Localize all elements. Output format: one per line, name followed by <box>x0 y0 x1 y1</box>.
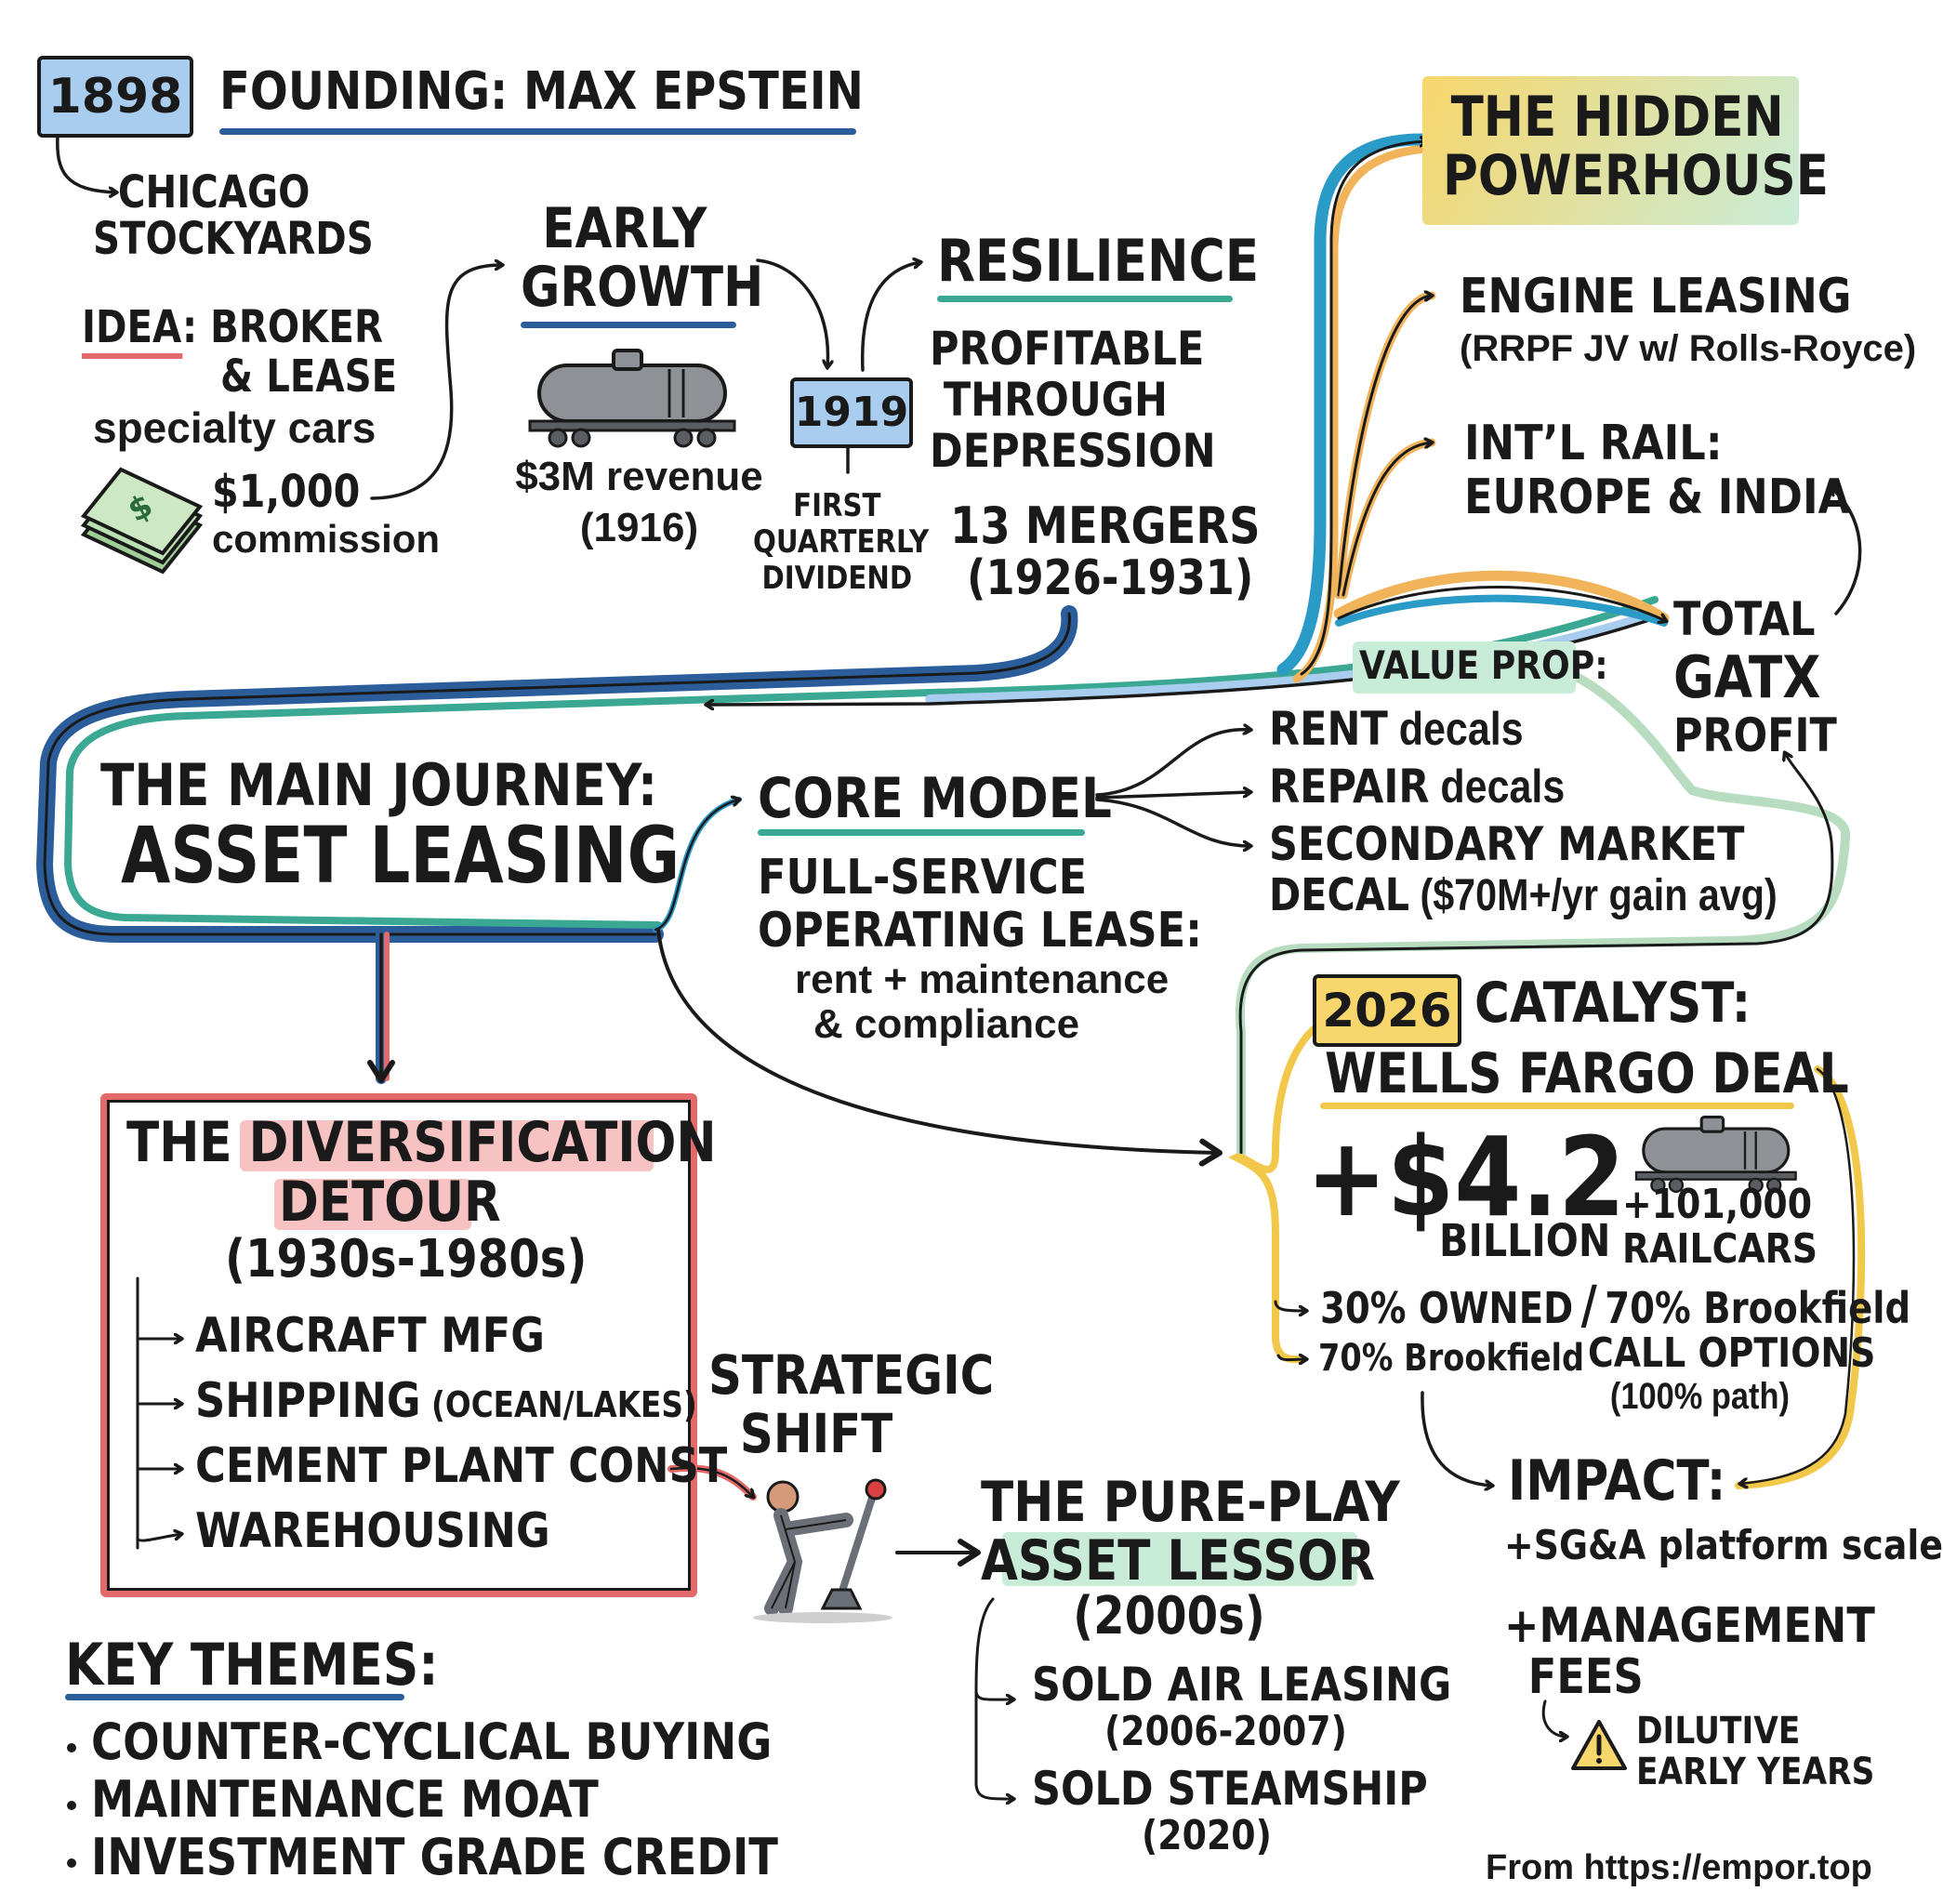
year-tag-2026: 2026 <box>1313 974 1461 1047</box>
powerhouse-branches <box>1276 133 1862 683</box>
catalyst-call-options: CALL OPTIONS (100% path) <box>1588 1329 1876 1418</box>
div-item-aircraft: AIRCRAFT MFG <box>195 1308 545 1364</box>
intl-rail-title: INT’L RAIL: EUROPE & INDIA <box>1464 416 1851 526</box>
catalyst-amount: +$4.2 <box>1306 1113 1626 1241</box>
powerhouse-highlight <box>1422 76 1799 225</box>
diversification-detour: DETOUR <box>279 1170 501 1235</box>
lever-person-icon <box>753 1478 892 1623</box>
impact-dilutive: DILUTIVE EARLY YEARS <box>1636 1710 1875 1793</box>
dividend-label: FIRST QUARTERLY DIVIDEND <box>753 487 930 598</box>
diversification-years: (1930s-1980s) <box>225 1229 588 1289</box>
diversification-arrows <box>136 929 1013 1799</box>
main-journey-subtitle: THE MAIN JOURNEY: <box>100 751 658 819</box>
founding-idea: IDEA: BROKER <box>82 301 383 359</box>
catalyst-deal-underline <box>1320 1103 1794 1109</box>
impact-mgmt: +MANAGEMENT FEES <box>1504 1598 1875 1705</box>
commission-label: commission <box>212 517 441 561</box>
core-model-lease: FULL-SERVICE OPERATING LEASE: <box>758 850 1203 959</box>
founding-title-underline <box>219 128 856 135</box>
diversification-box <box>100 1093 697 1597</box>
value-prop-loop <box>1235 669 1850 1157</box>
impact-sga: +SG&A platform scale <box>1504 1522 1943 1569</box>
founding-arrows <box>56 133 920 500</box>
idea-label: IDEA <box>82 301 182 359</box>
key-theme-1: COUNTER-CYCLICAL BUYING <box>91 1712 773 1771</box>
pure-play-item-air: SOLD AIR LEASING <box>1032 1658 1452 1712</box>
core-model-arrows <box>653 730 1250 1167</box>
year-tag-1898: 1898 <box>37 56 193 138</box>
key-theme-bullet <box>67 1743 76 1752</box>
resilience-mergers: 13 MERGERS <box>950 496 1261 555</box>
pure-play-title: THE PURE-PLAY ASSET LESSOR <box>981 1470 1400 1593</box>
pure-play-highlight <box>1002 1532 1357 1586</box>
founding-idea-lease: & LEASE <box>220 350 398 403</box>
money-stack-icon: $ <box>80 467 204 575</box>
decal-rent: RENT decals <box>1269 702 1524 756</box>
early-growth-revenue: $3M revenue <box>515 454 763 499</box>
commission-amount: $1,000 <box>212 466 361 518</box>
decal-secondary-gain: DECAL ($70M+/yr gain avg) <box>1269 869 1778 921</box>
tank-car-icon <box>1634 1116 1797 1194</box>
catalyst-amount-unit: BILLION <box>1439 1215 1611 1267</box>
early-growth-year: (1916) <box>579 505 699 550</box>
detour-highlight <box>274 1179 471 1230</box>
resilience-title: RESILIENCE <box>937 227 1260 295</box>
core-model-lease-detail: rent + maintenance & compliance <box>795 957 1170 1048</box>
resilience-underline <box>937 296 1233 302</box>
tank-car-icon <box>528 349 736 448</box>
diversification-highlight <box>240 1120 654 1171</box>
key-themes-underline <box>65 1694 404 1700</box>
catalyst-railcars: +101,000 RAILCARS <box>1622 1181 1818 1274</box>
key-theme-3: INVESTMENT GRADE CREDIT <box>91 1828 778 1886</box>
decal-secondary: SECONDARY MARKET <box>1269 817 1745 871</box>
engine-leasing-title: ENGINE LEASING <box>1460 269 1852 324</box>
pure-play-item-steamship: SOLD STEAMSHIP <box>1032 1762 1428 1816</box>
value-prop-highlight <box>1353 641 1576 694</box>
founding-location: CHICAGO STOCKYARDS <box>93 166 374 266</box>
diversification-title: THE DIVERSIFICATION <box>126 1110 717 1175</box>
catalyst-ownership: 30% OWNED/70% Brookfield <box>1320 1276 1911 1336</box>
powerhouse-title: THE HIDDEN POWERHOUSE <box>1443 85 1829 208</box>
pure-play-years: (2000s) <box>1073 1586 1265 1646</box>
year-tag-1919: 1919 <box>790 377 913 448</box>
decal-repair: REPAIR decals <box>1269 760 1566 813</box>
founding-idea-specialty: specialty cars <box>93 403 377 452</box>
engine-leasing-detail: (RRPF JV w/ Rolls-Royce) <box>1460 328 1917 369</box>
resilience-text: PROFITABLE THROUGH DEPRESSION <box>930 322 1216 478</box>
catalyst-ownership-brookfield: 70% Brookfield <box>1318 1337 1585 1380</box>
catalyst-bracket <box>1228 1010 1866 1737</box>
value-prop-label: VALUE PROP: <box>1359 642 1608 688</box>
main-journey-title: ASSET LEASING <box>121 810 681 901</box>
footer-source: From https://empor.top <box>1486 1848 1872 1887</box>
div-item-shipping: SHIPPING (OCEAN/LAKES) <box>195 1373 697 1429</box>
total-gatx-profit: TOTAL GATX PROFIT <box>1673 592 1837 763</box>
impact-title: IMPACT: <box>1508 1448 1726 1514</box>
early-growth-title: EARLY GROWTH <box>521 196 764 320</box>
pure-play-item-steamship-years: (2020) <box>1142 1812 1272 1859</box>
strategic-shift-label: STRATEGIC SHIFT <box>708 1343 995 1465</box>
core-model-title: CORE MODEL <box>758 766 1112 831</box>
div-item-cement: CEMENT PLANT CONST <box>195 1438 728 1494</box>
key-theme-bullet <box>67 1858 76 1868</box>
founding-title: FOUNDING: MAX EPSTEIN <box>219 61 864 122</box>
early-growth-underline <box>521 322 736 328</box>
catalyst-deal: WELLS FARGO DEAL <box>1325 1041 1849 1106</box>
key-theme-2: MAINTENANCE MOAT <box>91 1770 599 1829</box>
warning-icon <box>1571 1720 1627 1770</box>
div-item-warehousing: WAREHOUSING <box>195 1503 550 1559</box>
pure-play-item-air-years: (2006-2007) <box>1104 1708 1347 1755</box>
resilience-mergers-years: (1926-1931) <box>967 550 1254 606</box>
core-model-underline <box>758 829 1085 836</box>
key-themes-title: KEY THEMES: <box>65 1631 439 1699</box>
key-theme-bullet <box>67 1801 76 1810</box>
catalyst-title: CATALYST: <box>1474 971 1751 1036</box>
flow-connectors: $ <box>36 133 1866 1904</box>
